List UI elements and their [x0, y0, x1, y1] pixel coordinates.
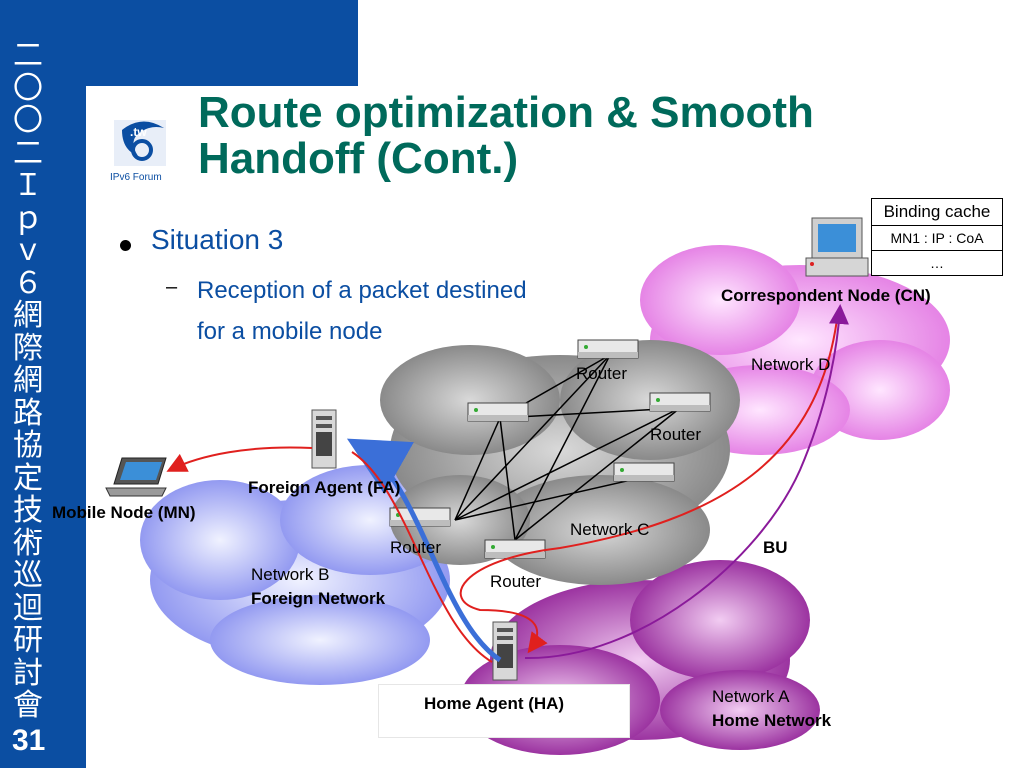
router-icon	[577, 339, 639, 359]
sidebar-band	[0, 0, 86, 768]
vertical-title-char: 巡	[13, 558, 43, 593]
vertical-title-char: 〇	[13, 103, 43, 138]
router-label: Router	[650, 425, 702, 444]
logo-tw-text: .tw	[130, 125, 147, 139]
binding-cache-row: MN1 : IP : CoA	[872, 226, 1002, 251]
vertical-title-char: 際	[13, 330, 43, 366]
sub-bullet-line-2: for a mobile node	[197, 318, 383, 345]
vertical-title-char: 網	[13, 298, 43, 333]
vertical-title-char: 定	[13, 460, 43, 496]
page-number: 31	[12, 724, 46, 757]
network-b-label: Network B	[251, 565, 330, 584]
sub-bullet-dash: –	[166, 276, 178, 298]
vertical-title-char: 網	[13, 363, 43, 398]
network-c-label: Network C	[570, 520, 650, 539]
router-icon	[467, 402, 529, 422]
title-line-2: Handoff (Cont.)	[198, 134, 519, 183]
router-icon	[484, 539, 546, 559]
vertical-title-char: 迴	[13, 590, 43, 626]
bullet-situation: Situation 3	[151, 224, 284, 255]
computer-icon	[805, 217, 869, 277]
router-label: Router	[390, 538, 442, 557]
vertical-title-char: 協	[13, 428, 43, 463]
router-label: Router	[490, 572, 542, 591]
binding-cache-table: Binding cache MN1 : IP : CoA …	[871, 198, 1003, 276]
ipv6-forum-logo: .tw IPv6 Forum	[108, 110, 172, 184]
binding-cache-row: …	[930, 255, 944, 271]
binding-cache-header: Binding cache	[872, 199, 1002, 226]
foreign-network-label: Foreign Network	[251, 589, 386, 608]
fa-to-mn-red	[166, 446, 313, 472]
tunnel-path-blue	[346, 438, 502, 663]
vertical-title-char: 討	[13, 655, 43, 691]
tunnel-path-red-fa	[351, 451, 493, 663]
server-icon	[492, 621, 518, 681]
vertical-title-char: 會	[13, 688, 43, 723]
correspondent-node-label: Correspondent Node (CN)	[721, 286, 931, 305]
bullet-dot	[120, 240, 131, 251]
home-agent-label-box	[378, 684, 630, 738]
vertical-title-char: 二	[13, 135, 43, 171]
vertical-title-char: 〇	[13, 70, 43, 106]
bu-path-purple	[524, 304, 849, 660]
logo-forum-text: IPv6 Forum	[110, 172, 162, 183]
cn-to-router-red	[459, 311, 839, 654]
title-line-1: Route optimization & Smooth	[198, 88, 814, 137]
server-icon	[311, 409, 337, 469]
vertical-title-char: 技	[13, 493, 43, 528]
mobile-node-label: Mobile Node (MN)	[52, 503, 196, 522]
vertical-title-char: 二	[13, 38, 43, 73]
network-a-label: Network A	[712, 687, 790, 706]
vertical-title-char: ｐ	[13, 200, 43, 236]
vertical-title-char: 路	[13, 395, 43, 431]
home-network-label: Home Network	[712, 711, 832, 730]
vertical-title-char: ｖ	[13, 233, 43, 268]
vertical-title-char: Ｉ	[13, 168, 43, 203]
router-label: Router	[576, 364, 628, 383]
network-d-label: Network D	[751, 355, 831, 374]
home-agent-label: Home Agent (HA)	[424, 694, 565, 713]
vertical-title-char: 研	[13, 623, 43, 658]
top-band	[0, 0, 358, 86]
sub-bullet-line-1: Reception of a packet destined	[197, 277, 527, 304]
vertical-title-char: ６	[13, 265, 43, 301]
router-icon	[649, 392, 711, 412]
vertical-title-char: 術	[13, 525, 43, 561]
laptop-icon	[105, 457, 167, 497]
page-title: Route optimization & Smooth Handoff (Con…	[198, 90, 958, 182]
network-b-cloud	[140, 465, 460, 685]
router-mesh-links	[454, 354, 681, 541]
bu-label: BU	[763, 538, 788, 557]
sub-bullet-text: Reception of a packet destined for a mob…	[197, 270, 617, 352]
foreign-agent-label: Foreign Agent (FA)	[248, 478, 401, 497]
router-icon	[613, 462, 675, 482]
